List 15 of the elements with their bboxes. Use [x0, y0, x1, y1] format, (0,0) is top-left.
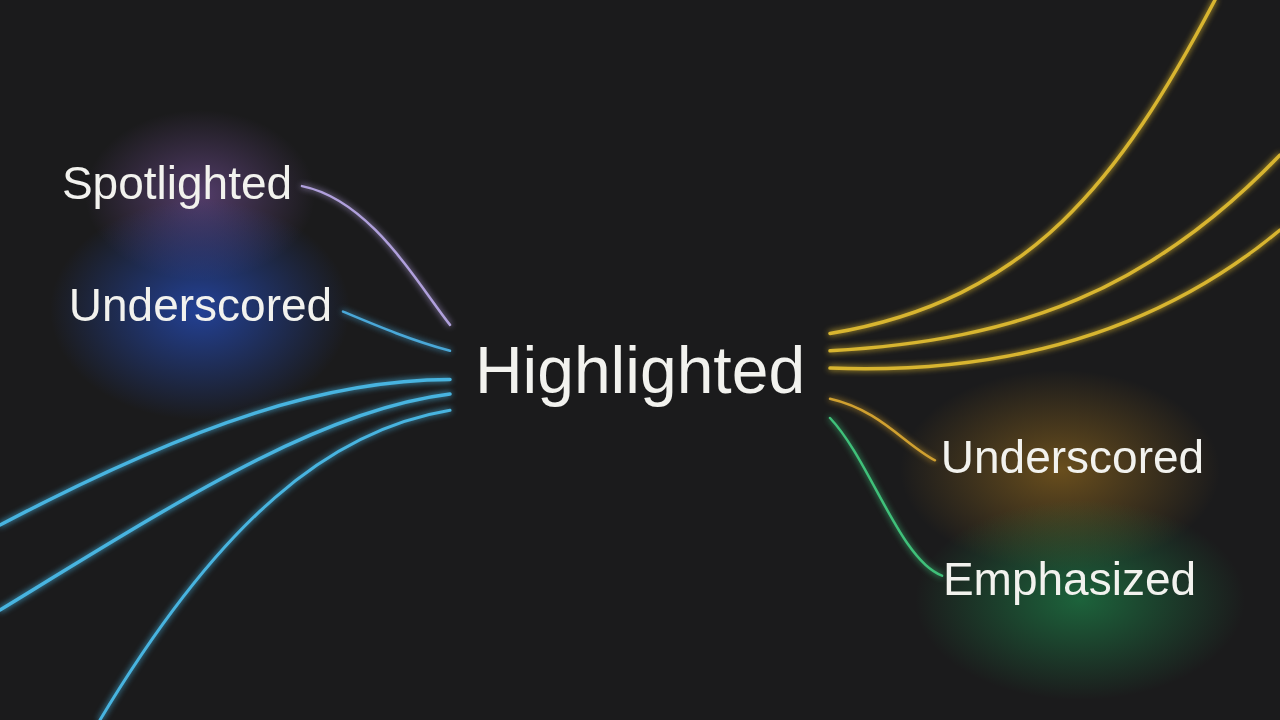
central-word: Highlighted	[450, 322, 830, 418]
curved-line	[0, 377, 452, 527]
curved-line	[98, 408, 452, 720]
curved-line	[828, 228, 1280, 371]
curved-line	[828, 0, 1217, 336]
word-label: Underscored	[935, 424, 1210, 490]
curved-line	[341, 310, 452, 353]
word-label: Emphasized	[942, 546, 1197, 612]
curved-line	[0, 392, 452, 612]
curved-line	[300, 184, 452, 327]
curved-line	[828, 397, 937, 462]
word-label: Underscored	[58, 272, 343, 338]
word-label: Spotlighted	[52, 152, 302, 214]
curved-line	[828, 153, 1280, 353]
curved-line	[828, 416, 944, 577]
